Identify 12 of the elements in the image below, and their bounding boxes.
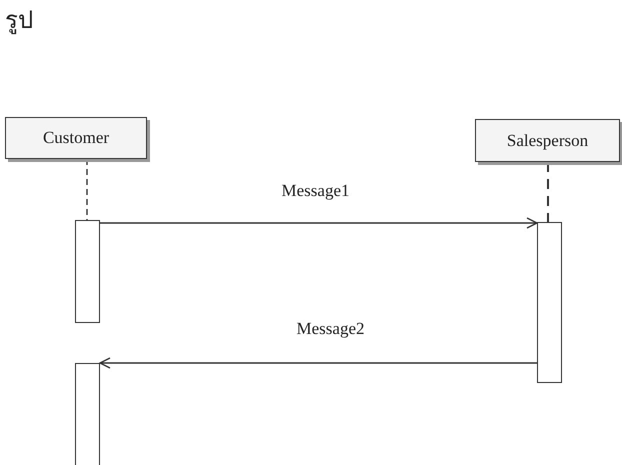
message-arrow <box>100 217 538 229</box>
activation-bar <box>75 220 100 323</box>
lifeline <box>547 162 549 222</box>
lifeline-head-box <box>475 119 620 162</box>
lifeline <box>86 159 88 220</box>
actor-name: Customer <box>42 128 110 148</box>
actor-name: Salesperson <box>506 130 588 150</box>
activation-bar <box>537 222 562 383</box>
activation-bar <box>75 363 100 465</box>
figure-label: รูป <box>4 7 34 36</box>
lifeline-head-box <box>5 117 147 159</box>
message-arrow <box>99 357 537 369</box>
